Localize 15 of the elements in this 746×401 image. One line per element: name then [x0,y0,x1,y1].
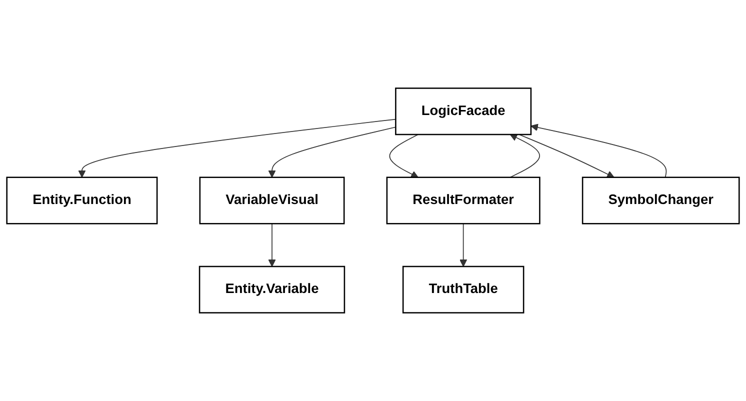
node-box: ResultFormater [386,176,540,224]
node-box: LogicFacade [395,88,532,136]
arrow [78,118,396,178]
arrow [268,126,396,178]
arrow [268,223,276,267]
node-box: SymbolChanger [582,176,740,224]
arrow [518,134,614,178]
node-box: VariableVisual [199,176,345,224]
node-box: Entity.Variable [198,266,346,314]
node-box: TruthTable [402,266,524,314]
node-box: Entity.Function [6,176,158,224]
arrow [389,134,419,178]
arrow [510,134,540,178]
arrow [460,223,468,267]
arrow [530,124,667,178]
